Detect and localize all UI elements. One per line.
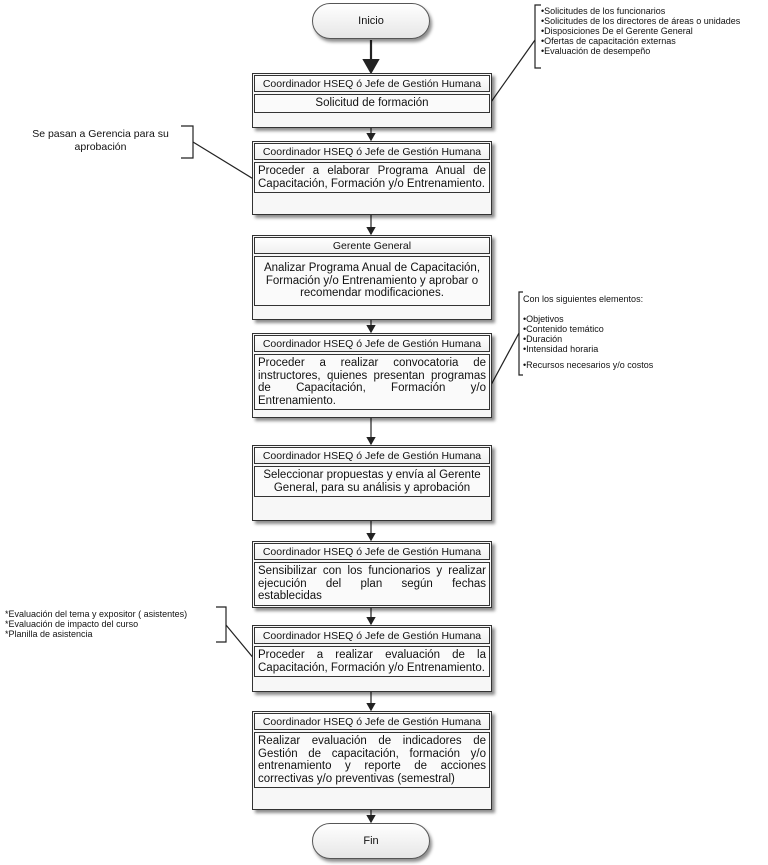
annotation-item: *Evaluación del tema y expositor ( asist… <box>5 609 188 619</box>
annotation-leader-gerencia <box>192 141 256 181</box>
step-request: Coordinador HSEQ ó Jefe de Gestión Human… <box>252 73 492 128</box>
annotation-item: •Solicitudes de los funcionarios <box>541 6 666 16</box>
step-analyze-program: Gerente General Analizar Programa Anual … <box>252 235 492 320</box>
annotation-item: •Solicitudes de los directores de áreas … <box>541 16 741 26</box>
step-action: Proceder a realizar evaluación de la Cap… <box>254 646 490 677</box>
annotation-elements: Con los siguientes elementos: •Objetivos… <box>523 294 713 370</box>
annotation-item: •Recursos necesarios y/o costos <box>523 360 654 370</box>
annotation-item: •Duración <box>523 334 563 344</box>
step-role: Coordinador HSEQ ó Jefe de Gestión Human… <box>254 75 490 92</box>
annotation-item: •Contenido temático <box>523 324 604 334</box>
annotation-title: Con los siguientes elementos: <box>523 294 644 304</box>
step-role: Coordinador HSEQ ó Jefe de Gestión Human… <box>254 143 490 160</box>
annotation-item: *Planilla de asistencia <box>5 629 93 639</box>
step-role: Coordinador HSEQ ó Jefe de Gestión Human… <box>254 713 490 730</box>
step-role: Coordinador HSEQ ó Jefe de Gestión Human… <box>254 627 490 644</box>
step-evaluate-training: Coordinador HSEQ ó Jefe de Gestión Human… <box>252 625 492 692</box>
step-call-instructors: Coordinador HSEQ ó Jefe de Gestión Human… <box>252 333 492 418</box>
end-terminal: Fin <box>312 823 430 859</box>
annotation-leader-elements <box>490 332 520 386</box>
annotation-leader-sources <box>490 39 536 103</box>
step-role: Coordinador HSEQ ó Jefe de Gestión Human… <box>254 335 490 352</box>
step-action: Sensibilizar con los funcionarios y real… <box>254 562 490 606</box>
start-terminal: Inicio <box>312 3 430 39</box>
step-action: Proceder a realizar convocatoria de inst… <box>254 354 490 410</box>
annotation-item: •Ofertas de capacitación externas <box>541 36 676 46</box>
annotation-bracket-evaluation <box>216 606 227 643</box>
step-role: Coordinador HSEQ ó Jefe de Gestión Human… <box>254 543 490 560</box>
step-evaluate-indicators: Coordinador HSEQ ó Jefe de Gestión Human… <box>252 711 492 810</box>
annotation-evaluation: *Evaluación del tema y expositor ( asist… <box>5 609 220 639</box>
annotation-item: •Evaluación de desempeño <box>541 46 651 56</box>
step-role: Coordinador HSEQ ó Jefe de Gestión Human… <box>254 447 490 464</box>
annotation-bracket-sources <box>534 4 541 69</box>
step-select-proposals: Coordinador HSEQ ó Jefe de Gestión Human… <box>252 445 492 521</box>
annotation-sources: •Solicitudes de los funcionarios •Solici… <box>541 6 741 56</box>
annotation-item: •Objetivos <box>523 314 564 324</box>
annotation-item: •Intensidad horaria <box>523 344 599 354</box>
annotation-gerencia: Se pasan a Gerencia para su aprobación <box>32 128 169 153</box>
step-action: Solicitud de formación <box>254 94 490 113</box>
annotation-item: •Disposiciones De el Gerente General <box>541 26 693 36</box>
step-annual-program: Coordinador HSEQ ó Jefe de Gestión Human… <box>252 141 492 215</box>
step-action: Seleccionar propuestas y envía al Gerent… <box>254 466 490 497</box>
step-role: Gerente General <box>254 237 490 254</box>
step-action: Analizar Programa Anual de Capacitación,… <box>254 256 490 306</box>
step-action: Proceder a elaborar Programa Anual de Ca… <box>254 162 490 193</box>
annotation-item: *Evaluación de impacto del curso <box>5 619 139 629</box>
step-execute-plan: Coordinador HSEQ ó Jefe de Gestión Human… <box>252 541 492 608</box>
annotation-leader-evaluation <box>225 624 256 661</box>
step-action: Realizar evaluación de indicadores de Ge… <box>254 732 490 788</box>
